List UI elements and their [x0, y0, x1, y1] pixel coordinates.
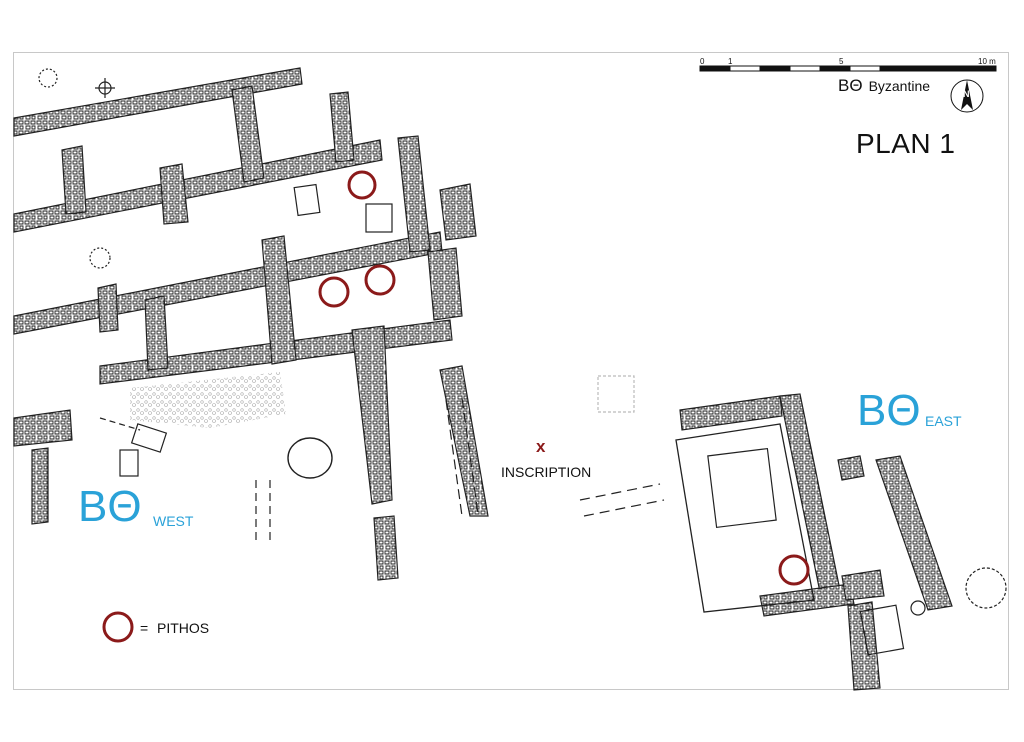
inscription-label: INSCRIPTION — [501, 464, 592, 480]
west-wall-18 — [439, 365, 489, 517]
west-circular-feature — [287, 437, 333, 479]
legend-pithos-symbol — [102, 611, 134, 643]
east-area-code: ΒΘ — [857, 386, 921, 435]
pithos-markers — [318, 170, 810, 586]
north-letter: N — [963, 89, 970, 99]
west-area-label: WEST — [153, 513, 194, 529]
east-wall-7 — [841, 569, 885, 601]
east-wall-6 — [847, 601, 881, 691]
inscription-marker: x — [536, 437, 546, 456]
plan-title: PLAN 1 — [856, 128, 956, 159]
plan-frame — [13, 52, 1009, 690]
west-slab-4 — [365, 203, 393, 233]
pithos-4 — [778, 554, 810, 586]
scale-tick-0: 0 — [700, 57, 705, 66]
east-wall-1 — [679, 395, 783, 431]
west-wall-12 — [351, 325, 393, 505]
scale-bar — [699, 65, 997, 72]
west-wall-9 — [439, 183, 477, 241]
west-wall-15 — [159, 163, 189, 225]
scale-tick-5: 5 — [839, 57, 844, 66]
scale-tick-10: 10 m — [978, 57, 996, 66]
east-wall-3 — [759, 583, 855, 617]
west-slab-2 — [130, 423, 168, 453]
west-features — [38, 68, 479, 540]
east-wall-5 — [837, 455, 865, 481]
west-dashed-3 — [99, 417, 141, 431]
pithos-2 — [318, 276, 350, 308]
east-area-label: EAST — [925, 413, 962, 429]
west-collapse-debris — [130, 372, 286, 428]
east-complex-walls — [679, 393, 953, 691]
legend-pithos-label: PITHOS — [157, 620, 210, 636]
east-wall-2 — [779, 393, 843, 603]
west-wall-19 — [31, 447, 49, 525]
north-arrow-icon — [950, 79, 984, 113]
east-features — [579, 375, 1007, 656]
west-wall-8 — [397, 135, 431, 253]
east-small-ring — [910, 600, 926, 616]
west-slab-3 — [119, 449, 139, 477]
east-faint-outline — [597, 375, 635, 413]
west-dashed-1 — [255, 480, 271, 540]
west-wall-6 — [231, 85, 265, 183]
west-wall-5 — [13, 409, 73, 447]
east-inner-room — [707, 447, 777, 529]
west-wall-7 — [329, 91, 355, 163]
east-wall-4 — [875, 455, 953, 611]
west-wall-3 — [13, 231, 443, 335]
west-wall-11 — [144, 295, 169, 371]
west-area-code: ΒΘ — [78, 482, 142, 531]
pithos-1 — [347, 170, 377, 200]
pithos-3 — [364, 264, 396, 296]
period-code: ΒΘ — [838, 76, 863, 95]
period-label: ΒΘ Byzantine — [838, 76, 930, 96]
scale-tick-1: 1 — [728, 57, 733, 66]
west-complex-walls — [13, 67, 489, 581]
west-dashed-2 — [445, 397, 479, 517]
east-ring-feature — [965, 567, 1007, 609]
legend-equals: = — [140, 620, 149, 636]
west-slab-1 — [293, 183, 321, 217]
west-ring-1 — [38, 68, 58, 88]
survey-crosshair-icon — [95, 78, 115, 98]
west-wall-17 — [373, 515, 399, 581]
west-wall-10 — [261, 235, 297, 365]
west-wall-1 — [13, 67, 303, 137]
west-well — [89, 247, 111, 269]
west-wall-13 — [427, 247, 463, 321]
east-room-outline — [675, 423, 815, 613]
west-wall-14 — [61, 145, 87, 215]
east-dashed-wall — [579, 483, 665, 517]
west-wall-16 — [97, 283, 119, 333]
east-slab — [859, 604, 905, 656]
period-name: Byzantine — [868, 78, 931, 94]
